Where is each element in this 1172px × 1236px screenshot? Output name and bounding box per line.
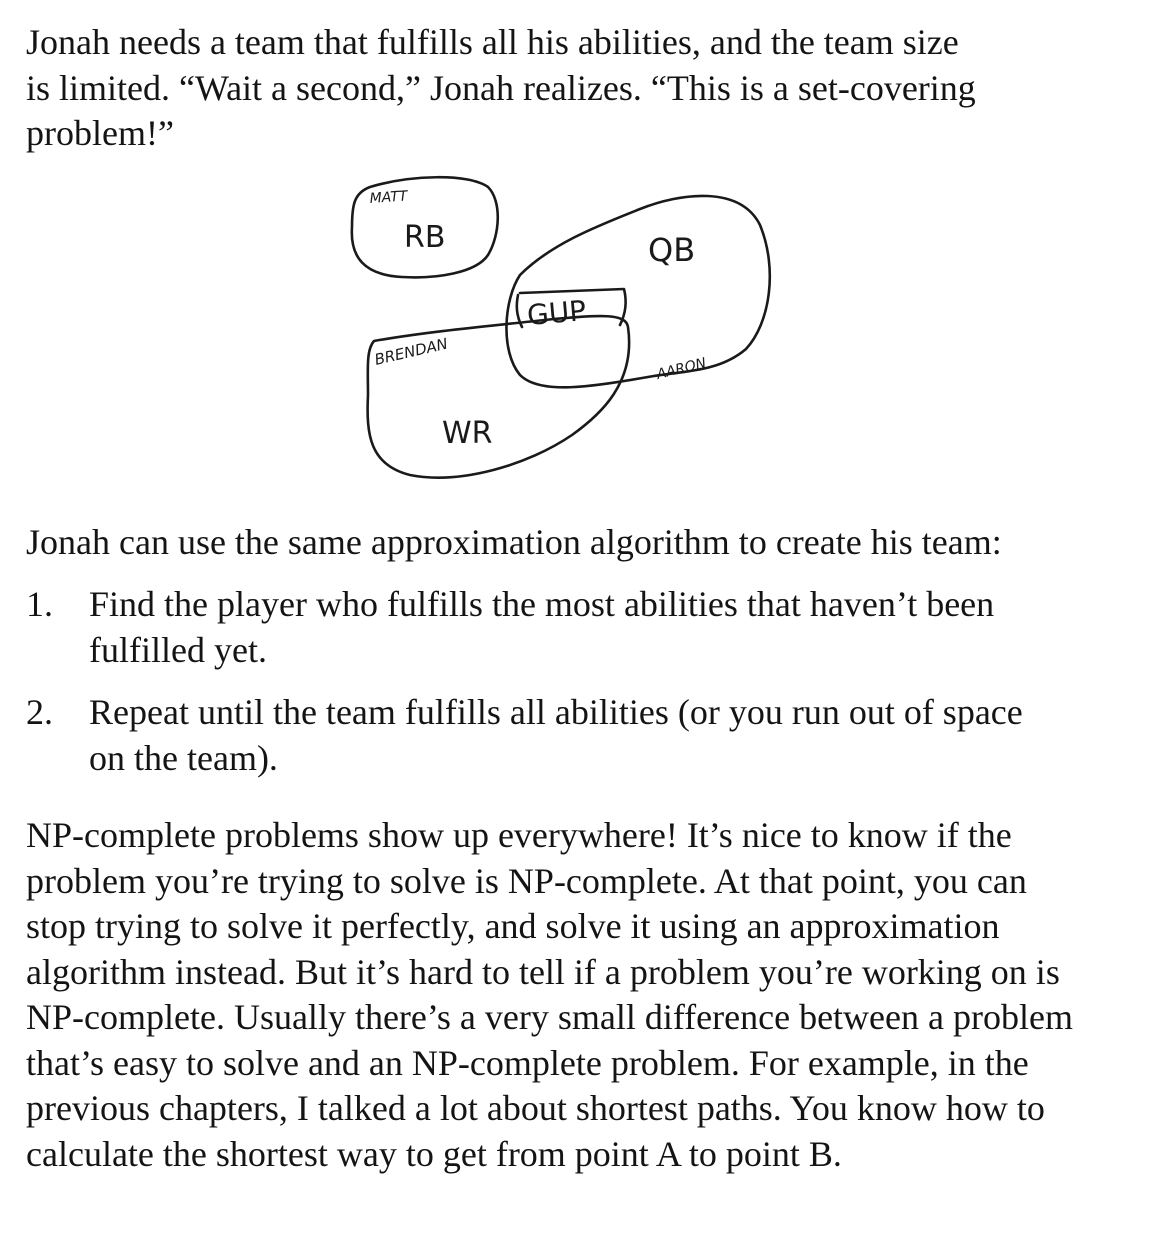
gup-box-outline [515,287,627,329]
closing-line: problem you’re trying to solve is NP-com… [26,860,1027,901]
step-text: Find the player who fulfills the most ab… [89,582,994,673]
closing-line: NP-complete problems show up everywhere!… [26,815,1012,855]
step-line: on the team). [89,737,278,778]
closing-line: previous chapters, I talked a lot about … [26,1088,1045,1128]
qb-label: QB [648,231,695,269]
closing-line: algorithm instead. But it’s hard to tell… [26,951,1060,992]
step-line: fulfilled yet. [89,629,267,670]
step-text: Repeat until the team fulfills all abili… [89,690,1023,781]
set-covering-diagram: MATT RB QB GUP BRENDAN AARON WR [350,175,772,479]
closing-line: NP-complete. Usually there’s a very smal… [26,997,1073,1037]
wr-label: WR [442,416,493,451]
step-line: Find the player who fulfills the most ab… [89,584,995,624]
step-number: 1. [26,584,53,624]
rb-label: RB [404,220,445,255]
matt-set-outline [350,175,500,279]
intro-line: Jonah needs a team that fulfills all his… [26,22,959,62]
matt-label: MATT [369,188,409,207]
aaron-set-outline [505,194,772,389]
step-number: 2. [26,692,53,732]
closing-line: calculate the shortest way to get from p… [26,1133,842,1174]
closing-line: stop trying to solve it perfectly, and s… [26,906,1000,946]
step-line: Repeat until the team fulfills all abili… [89,692,1023,732]
closing-paragraph: NP-complete problems show up everywhere!… [26,813,1073,1177]
gup-label: GUP [526,294,588,332]
aaron-label: AARON [654,355,708,383]
brendan-set-outline [366,314,631,479]
intro-line: problem!” [26,113,174,153]
intro-line: is limited. “Wait a second,” Jonah reali… [26,67,976,108]
intro-paragraph: Jonah needs a team that fulfills all his… [26,20,976,157]
closing-line: that’s easy to solve and an NP-complete … [26,1042,1029,1083]
lead-sentence: Jonah can use the same approximation alg… [26,522,1002,562]
